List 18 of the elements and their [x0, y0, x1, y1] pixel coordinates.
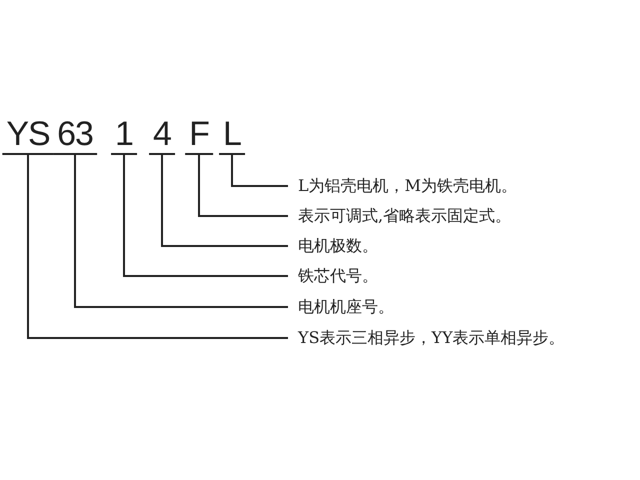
leader-line	[198, 155, 288, 217]
model-code-segment: 4	[149, 116, 175, 155]
code-explanation: YS表示三相异步，YY表示单相异步。	[288, 328, 565, 348]
leader-line	[161, 155, 288, 247]
code-explanation: L为铝壳电机，M为铁壳电机。	[288, 176, 518, 196]
leader-line	[27, 155, 288, 339]
code-explanation: 表示可调式,省略表示固定式。	[288, 206, 512, 226]
model-code-segment: F	[185, 116, 213, 155]
model-code-segment: L	[219, 116, 245, 155]
code-explanation: 铁芯代号。	[288, 266, 378, 286]
leader-line	[74, 155, 288, 308]
leader-line	[123, 155, 288, 277]
code-explanation: 电机机座号。	[288, 297, 394, 317]
code-explanation: 电机极数。	[288, 236, 378, 256]
leader-line	[231, 155, 288, 187]
model-code-segment: 63	[53, 116, 97, 155]
model-code-segment: 1	[111, 116, 137, 155]
model-code-segment: YS	[2, 116, 54, 155]
